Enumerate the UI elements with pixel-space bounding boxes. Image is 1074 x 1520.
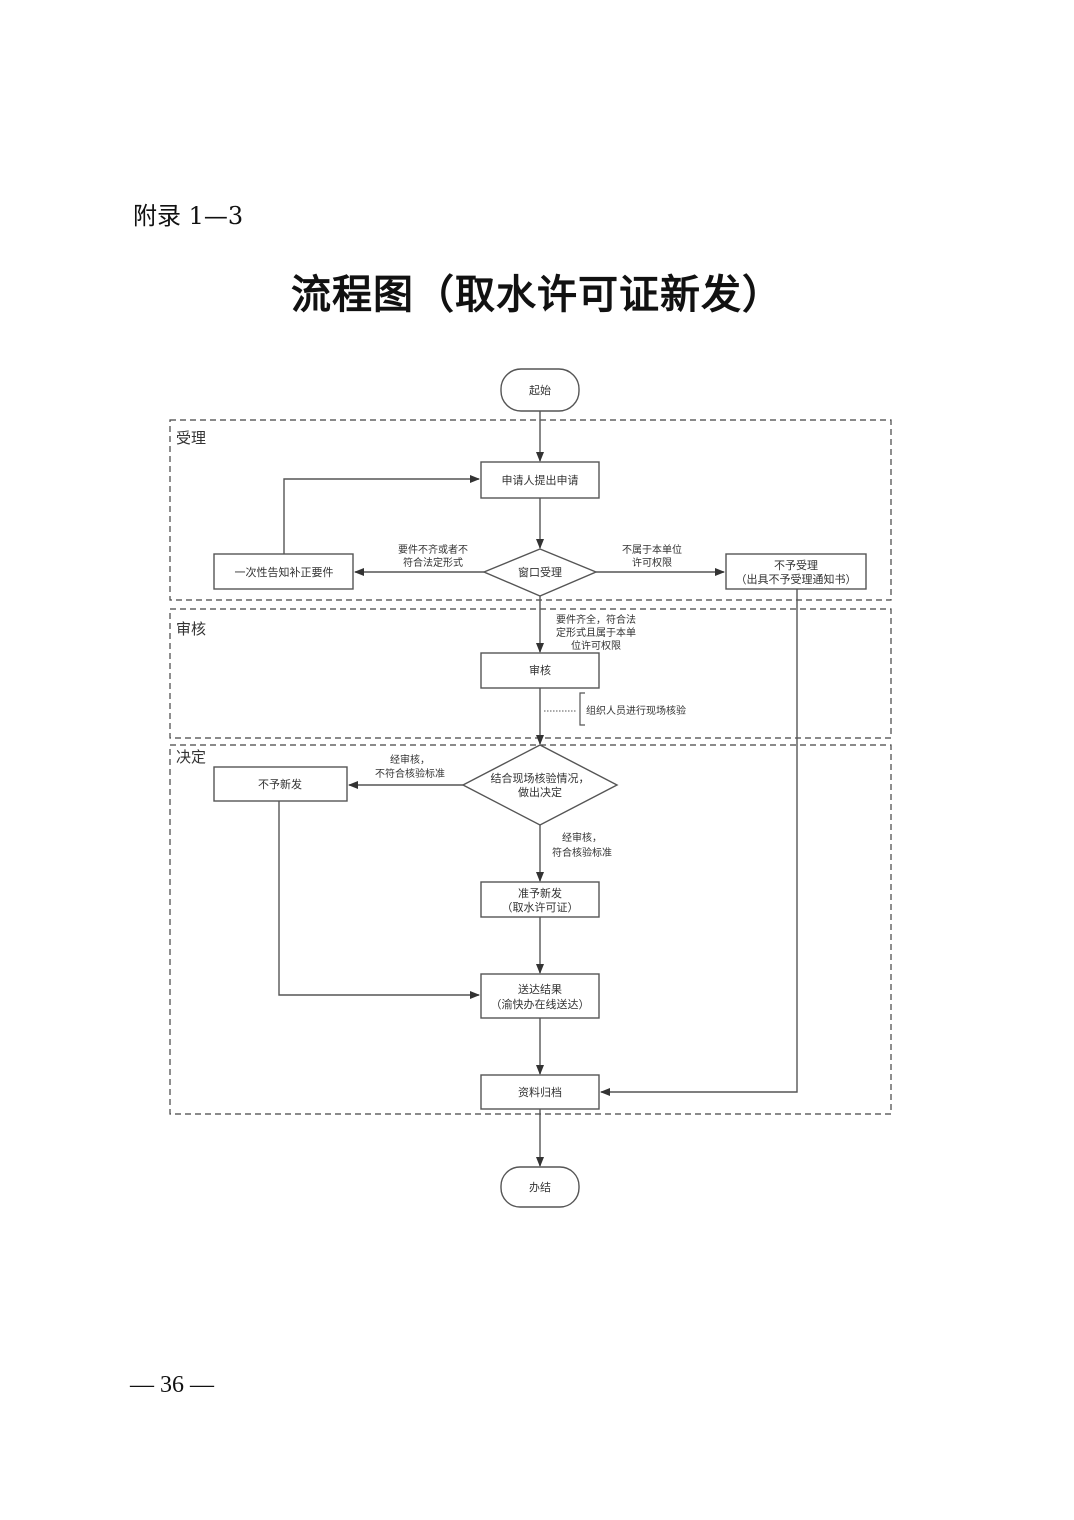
edge-label-pass: 经审核， 符合核验标准: [552, 831, 612, 859]
edge-label-complete: 要件齐全，符合法 定形式且属于本单 位许可权限: [556, 613, 636, 652]
node-notify-shape: [213, 553, 354, 590]
node-start-label: 起始: [529, 383, 551, 397]
node-decision: 结合现场核验情况， 做出决定: [461, 744, 619, 826]
annotation-bracket: [579, 692, 585, 726]
node-approve: 准予新发 （取水许可证）: [480, 881, 600, 918]
edge-label-complete-line1: 要件齐全，符合法: [556, 613, 636, 626]
node-reject-accept: 不予受理 （出具不予受理通知书）: [725, 553, 867, 590]
node-archive: 资料归档: [480, 1074, 600, 1110]
annotation-site-inspection: 组织人员进行现场核验: [544, 692, 686, 726]
node-review-label: 审核: [529, 663, 551, 677]
edge-deny-deliver: [278, 801, 480, 999]
lane-accept-border: [169, 419, 892, 601]
node-decision-line2: 做出决定: [518, 785, 562, 799]
edge-label-out-of-scope-line2: 许可权限: [632, 556, 672, 569]
node-reject-accept-shape: [725, 553, 867, 590]
lane-decide-border: [169, 744, 892, 1115]
node-deny-shape: [213, 766, 348, 802]
edge-reject-archive: [600, 589, 798, 1096]
node-start-shape: [500, 368, 580, 412]
edge-label-pass-line1: 经审核，: [562, 831, 602, 844]
node-end-label: 办结: [529, 1181, 551, 1194]
node-reject-accept-line1: 不予受理: [774, 559, 818, 572]
edge-notify-apply: [283, 475, 480, 554]
page-title: 流程图（取水许可证新发）: [291, 271, 783, 318]
edge-label-incomplete: 要件不齐或者不 符合法定形式: [398, 543, 468, 569]
lane-decide: 决定: [169, 744, 892, 1115]
edge-label-pass-line2: 符合核验标准: [552, 846, 612, 859]
node-review-shape: [480, 652, 600, 689]
edge-label-fail: 经审核， 不符合核验标准: [375, 753, 445, 780]
node-window-label: 窗口受理: [518, 565, 562, 579]
edge-label-incomplete-line1: 要件不齐或者不: [398, 543, 468, 556]
lane-decide-label: 决定: [176, 748, 206, 766]
edge-label-complete-line3: 位许可权限: [571, 639, 621, 652]
node-archive-shape: [480, 1074, 600, 1110]
node-start: 起始: [500, 368, 580, 412]
appendix-label: 附录 1—3: [133, 202, 244, 230]
edge-label-fail-line1: 经审核，: [390, 753, 430, 766]
node-reject-accept-line2: （出具不予受理通知书）: [736, 572, 857, 586]
node-approve-line2: （取水许可证）: [502, 901, 579, 914]
edge-label-incomplete-line2: 符合法定形式: [403, 556, 463, 569]
node-decision-line1: 结合现场核验情况，: [491, 771, 590, 785]
node-apply-label: 申请人提出申请: [502, 473, 579, 487]
lane-review-border: [169, 608, 892, 739]
node-approve-shape: [480, 881, 600, 918]
node-window-shape: [482, 548, 598, 597]
node-deliver-line1: 送达结果: [518, 982, 562, 996]
node-archive-label: 资料归档: [518, 1085, 562, 1099]
edge-label-out-of-scope-line1: 不属于本单位: [622, 543, 682, 556]
edge-label-fail-line2: 不符合核验标准: [375, 767, 445, 780]
node-deliver: 送达结果 （渝快办在线送达）: [480, 973, 600, 1019]
lane-accept-label: 受理: [176, 429, 206, 447]
node-end: 办结: [500, 1166, 580, 1208]
page-number: — 36 —: [130, 1372, 214, 1398]
node-notify-label: 一次性告知补正要件: [235, 565, 334, 579]
annotation-text: 组织人员进行现场核验: [586, 704, 686, 717]
edge-label-out-of-scope: 不属于本单位 许可权限: [622, 543, 682, 569]
node-apply: 申请人提出申请: [480, 461, 600, 499]
lane-review-label: 审核: [176, 620, 206, 638]
node-approve-line1: 准予新发: [518, 886, 562, 900]
node-decision-shape: [461, 744, 619, 826]
node-notify: 一次性告知补正要件: [213, 553, 354, 590]
node-deliver-shape: [480, 973, 600, 1019]
edge-label-complete-line2: 定形式且属于本单: [556, 626, 636, 639]
node-review: 审核: [480, 652, 600, 689]
node-deny-label: 不予新发: [258, 777, 302, 791]
node-window: 窗口受理: [482, 548, 598, 597]
node-apply-shape: [480, 461, 600, 499]
node-deliver-line2: （渝快办在线送达）: [491, 997, 590, 1011]
node-deny: 不予新发: [213, 766, 348, 802]
node-end-shape: [500, 1166, 580, 1208]
lane-accept: 受理: [169, 419, 892, 601]
lane-review: 审核: [169, 608, 892, 739]
